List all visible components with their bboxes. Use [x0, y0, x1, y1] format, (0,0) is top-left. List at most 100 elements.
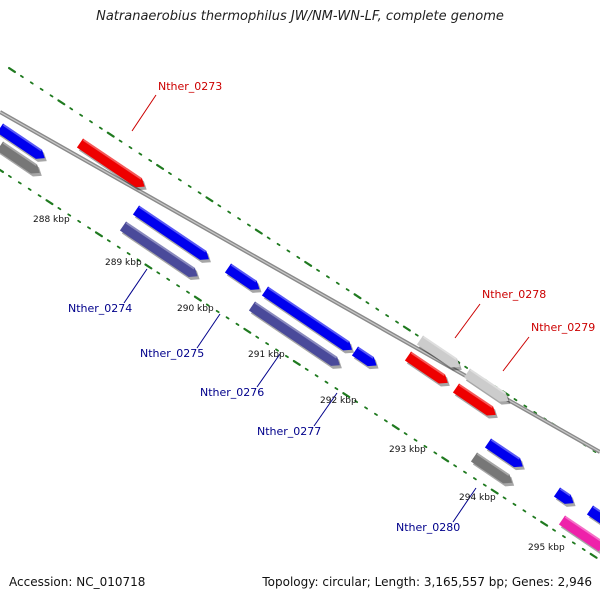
tick-mark: [285, 354, 289, 359]
tick-mark: [45, 199, 54, 206]
tick-mark: [463, 470, 467, 474]
gene-highlight: [469, 368, 506, 395]
gene-nther-0274[interactable]: [119, 221, 200, 280]
tick-mark: [197, 191, 202, 195]
tick-mark: [215, 309, 220, 314]
tick-mark: [402, 325, 411, 332]
tick-mark: [403, 432, 408, 436]
tick-mark: [275, 348, 279, 352]
kbp-label: 290 kbp: [177, 304, 214, 314]
tick-mark: [67, 213, 72, 217]
tick-mark: [187, 184, 192, 188]
tick-mark: [0, 168, 5, 174]
gene-body: [261, 286, 353, 351]
tick-mark: [156, 163, 165, 170]
gene-highlight: [267, 286, 350, 343]
gene-nther-0280[interactable]: [470, 452, 515, 487]
tick-mark: [581, 547, 586, 551]
gene-block-295c[interactable]: [586, 505, 600, 528]
tick-mark: [472, 477, 477, 481]
gene-label[interactable]: Nther_0280: [396, 521, 460, 534]
tick-mark: [156, 271, 161, 275]
gene-nther-0275[interactable]: [224, 263, 262, 293]
kbp-label: 289 kbp: [105, 258, 142, 268]
gene-highlight: [458, 383, 494, 409]
gene-body: [0, 141, 40, 174]
gene-block-295a[interactable]: [553, 487, 576, 507]
gene-nther-0273[interactable]: [76, 138, 147, 191]
tick-mark: [324, 380, 329, 384]
tick-mark: [126, 252, 131, 256]
tick-mark: [589, 552, 598, 559]
gene-body: [404, 351, 448, 384]
gene-highlight: [490, 438, 521, 460]
tick-mark: [27, 187, 32, 191]
tick-mark: [39, 87, 44, 91]
tick-mark: [255, 335, 260, 339]
gene-nther-0279a[interactable]: [404, 351, 450, 387]
gene-highlight: [254, 301, 338, 359]
tick-mark: [522, 509, 527, 513]
tick-mark: [29, 81, 34, 85]
gene-nther-0276[interactable]: [248, 301, 342, 369]
gene-features: [0, 123, 600, 554]
gene-block-294[interactable]: [484, 438, 525, 471]
tick-mark: [136, 258, 141, 262]
gene-label[interactable]: Nther_0275: [140, 347, 204, 360]
tick-mark: [482, 483, 487, 487]
gene-block-295b[interactable]: [558, 515, 600, 554]
gene-nther-0279b[interactable]: [463, 368, 511, 405]
gene-highlight: [410, 351, 446, 377]
gene-label[interactable]: Nther_0279: [531, 321, 595, 334]
tick-mark: [148, 158, 153, 163]
tick-mark: [513, 398, 518, 402]
gene-body: [463, 368, 509, 402]
backbone-highlight: [0, 111, 600, 453]
tick-mark: [166, 277, 171, 281]
tick-mark: [247, 223, 251, 227]
gene-label-leader: [131, 94, 157, 132]
tick-mark: [168, 171, 172, 175]
gene-highlight: [2, 123, 43, 152]
gene-left-blue[interactable]: [0, 123, 47, 162]
gene-nther-0278[interactable]: [416, 335, 462, 371]
gene-block-291[interactable]: [261, 286, 355, 354]
tick-mark: [118, 139, 123, 143]
gene-label[interactable]: Nther_0278: [482, 288, 546, 301]
tick-mark: [186, 290, 190, 294]
tick-mark: [37, 194, 42, 198]
tick-mark: [57, 207, 62, 211]
tick-mark: [19, 74, 24, 79]
tick-mark: [571, 541, 576, 545]
tick-mark: [562, 535, 566, 539]
gene-body: [224, 263, 260, 290]
tick-mark: [353, 293, 362, 300]
gene-left-grey[interactable]: [0, 141, 42, 177]
gene-label[interactable]: Nther_0277: [257, 425, 321, 438]
gene-body: [132, 205, 209, 260]
tick-mark: [314, 374, 319, 378]
tick-mark: [316, 268, 320, 272]
gene-label-leader: [502, 336, 530, 372]
gene-label[interactable]: Nther_0274: [68, 302, 132, 315]
map-title: Natranaerobius thermophilus JW/NM-WN-LF,…: [96, 9, 504, 24]
gene-highlight: [476, 452, 510, 476]
gene-block-289[interactable]: [132, 205, 211, 263]
tick-mark: [265, 342, 270, 346]
tick-mark: [464, 365, 469, 369]
gene-body: [248, 301, 340, 366]
tick-mark: [205, 196, 214, 203]
gene-highlight: [2, 141, 38, 167]
tick-mark: [128, 146, 133, 150]
gene-label[interactable]: Nther_0276: [200, 386, 264, 399]
tick-mark: [176, 284, 180, 288]
tick-mark: [490, 488, 499, 495]
gene-label[interactable]: Nther_0273: [158, 80, 222, 93]
gene-nther-0279c[interactable]: [452, 383, 498, 419]
tick-mark: [89, 120, 93, 124]
gene-nther-0277[interactable]: [351, 346, 379, 370]
tick-mark: [335, 281, 340, 285]
gene-highlight: [559, 487, 571, 497]
tick-mark: [375, 307, 380, 311]
